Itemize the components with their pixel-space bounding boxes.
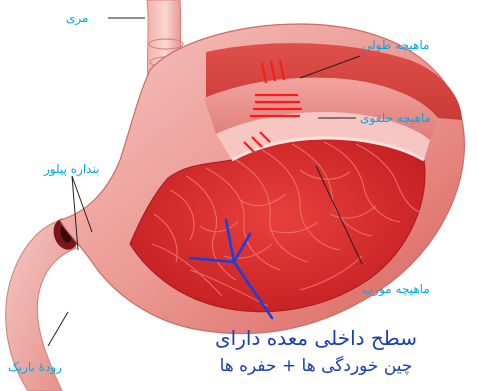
label-circular-muscle: ماهیچه حلقوی xyxy=(360,111,431,125)
caption-line-2: چین خوردگی ها + حفره ها xyxy=(176,355,456,377)
label-longitudinal-muscle: ماهیچه طولی xyxy=(362,38,429,52)
label-oblique-muscle: ماهیچه مورب xyxy=(362,282,430,296)
label-pyloric-sphincter: بنداره پیلور xyxy=(44,162,99,176)
label-small-intestine: رودهٔ باریک xyxy=(8,360,62,374)
caption-line-1: سطح داخلی معده دارای xyxy=(166,326,466,350)
label-esophagus: مری xyxy=(66,11,88,25)
